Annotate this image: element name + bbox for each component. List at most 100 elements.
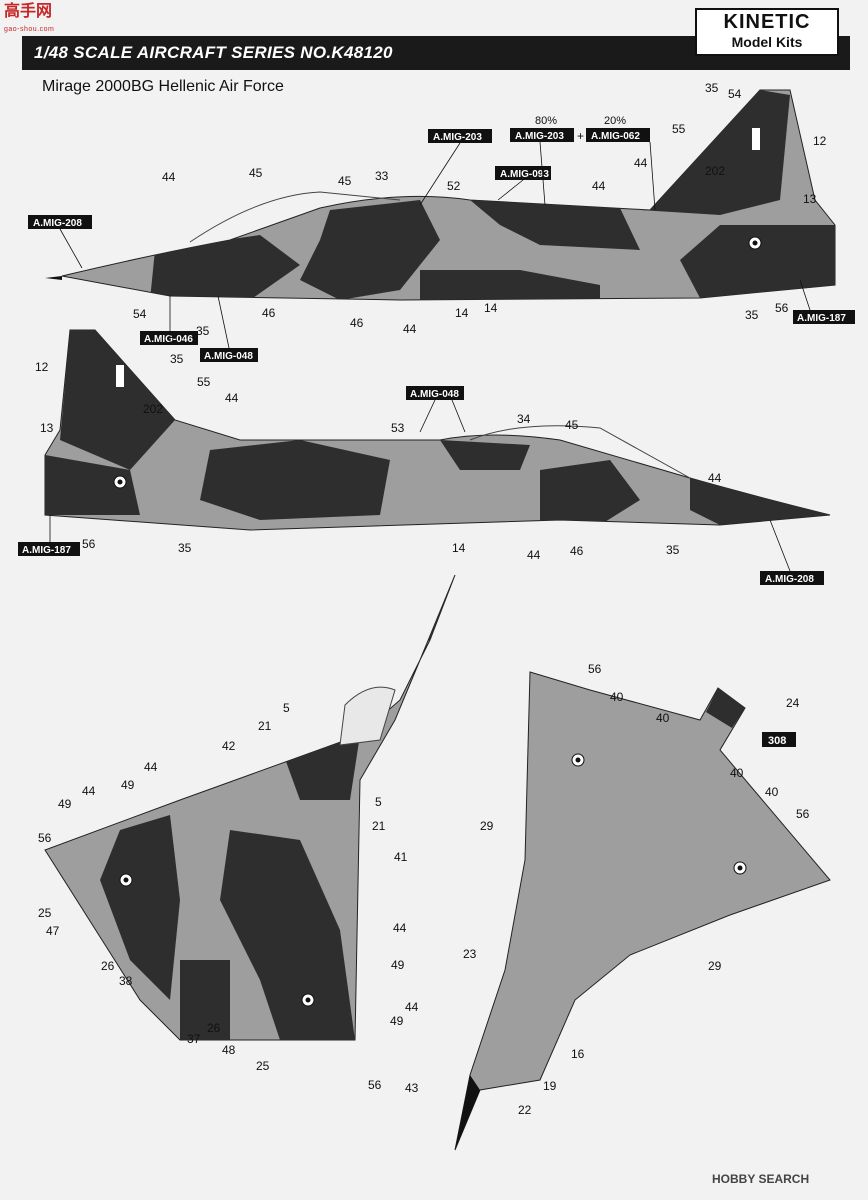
- callout: 49: [390, 1014, 404, 1028]
- callout: 12: [813, 134, 827, 148]
- callout: 24: [786, 696, 800, 710]
- callout: 56: [588, 662, 602, 676]
- callout: 38: [119, 974, 133, 988]
- callout: 49: [121, 778, 135, 792]
- callout: 25: [256, 1059, 270, 1073]
- mix-20-percent: 20%: [604, 115, 626, 127]
- callout: 16: [571, 1047, 585, 1061]
- callout: 35: [705, 81, 719, 95]
- svg-text:A.MIG-208: A.MIG-208: [33, 218, 82, 229]
- callout: 56: [796, 807, 810, 821]
- brand-subtitle: Model Kits: [731, 34, 803, 50]
- aircraft-title: Mirage 2000BG Hellenic Air Force: [42, 78, 284, 95]
- callout: 44: [708, 471, 722, 485]
- callout: 12: [35, 360, 49, 374]
- callout: 56: [368, 1078, 382, 1092]
- svg-text:A.MIG-048: A.MIG-048: [410, 389, 459, 400]
- callout: 44: [144, 760, 158, 774]
- tag-mig-208-side1: A.MIG-208: [28, 215, 92, 229]
- callout: 33: [375, 169, 389, 183]
- callout: 44: [225, 391, 239, 405]
- callout: 41: [394, 850, 408, 864]
- tag-mig-203-a: A.MIG-203: [428, 129, 492, 143]
- callout: 49: [391, 958, 405, 972]
- callout: 53: [391, 421, 405, 435]
- callout: 5: [375, 795, 382, 809]
- svg-text:A.MIG-203: A.MIG-203: [433, 132, 482, 143]
- callout: 46: [262, 306, 276, 320]
- callout: 29: [708, 959, 722, 973]
- callout: 23: [463, 947, 477, 961]
- hobby-search-watermark: HOBBY SEARCH: [712, 1172, 810, 1186]
- callout: 26: [207, 1021, 221, 1035]
- tag-mig-187-side1: A.MIG-187: [793, 310, 855, 324]
- callout: 14: [452, 541, 466, 555]
- callout: 13: [40, 421, 54, 435]
- callout: 45: [249, 166, 263, 180]
- callout: 44: [405, 1000, 419, 1014]
- callout: 21: [372, 819, 386, 833]
- callout: 44: [527, 548, 541, 562]
- callout: 55: [197, 375, 211, 389]
- callout: 5: [283, 701, 290, 715]
- svg-text:A.MIG-203: A.MIG-203: [515, 131, 564, 142]
- callout: 55: [672, 122, 686, 136]
- callout: 44: [592, 179, 606, 193]
- callout: 29: [480, 819, 494, 833]
- mix-80-percent: 80%: [535, 115, 557, 127]
- tag-mig-046: A.MIG-046: [140, 331, 198, 345]
- series-title: 1/48 SCALE AIRCRAFT SERIES NO.K48120: [34, 43, 393, 62]
- callout: 46: [350, 316, 364, 330]
- callout: 43: [405, 1081, 419, 1095]
- callout: 19: [543, 1079, 557, 1093]
- svg-text:A.MIG-187: A.MIG-187: [22, 545, 71, 556]
- svg-text:A.MIG-208: A.MIG-208: [765, 574, 814, 585]
- callout: 25: [38, 906, 52, 920]
- callout: 56: [38, 831, 52, 845]
- callout: 44: [634, 156, 648, 170]
- mix-plus: +: [577, 129, 584, 143]
- kinetic-logo: KINETIC Model Kits: [695, 8, 839, 56]
- svg-text:A.MIG-048: A.MIG-048: [204, 351, 253, 362]
- callout: 45: [338, 174, 352, 188]
- tag-mig-187-side2: A.MIG-187: [18, 542, 80, 556]
- callout: 13: [803, 192, 817, 206]
- callout: 54: [728, 87, 742, 101]
- callout: 40: [765, 785, 779, 799]
- top-view: 5 21 42 44 49 44 49 56 5 21 41 25 47 44 …: [38, 574, 456, 1092]
- brand-name: KINETIC: [723, 11, 811, 33]
- callout: 22: [518, 1103, 532, 1117]
- callout: 42: [222, 739, 236, 753]
- svg-text:A.MIG-046: A.MIG-046: [144, 334, 193, 345]
- callout: 40: [656, 711, 670, 725]
- tag-mig-203-b: A.MIG-203: [510, 128, 574, 142]
- callout: 37: [187, 1032, 201, 1046]
- callout: 40: [610, 690, 624, 704]
- callout: 56: [775, 301, 789, 315]
- bottom-view: 308 56 40 40 24 40 40 56 29 29 23 16 43 …: [405, 662, 831, 1151]
- callout: 35: [745, 308, 759, 322]
- callout: 14: [484, 301, 498, 315]
- callout: 44: [82, 784, 96, 798]
- serial-number: 308: [768, 735, 786, 747]
- tag-mig-048-side2: A.MIG-048: [406, 386, 464, 400]
- svg-text:A.MIG-093: A.MIG-093: [500, 169, 549, 180]
- callout: 14: [455, 306, 469, 320]
- callout: 26: [101, 959, 115, 973]
- callout: 47: [46, 924, 60, 938]
- callout: 54: [133, 307, 147, 321]
- callout: 48: [222, 1043, 236, 1057]
- aircraft-code-2: 202: [143, 402, 163, 416]
- callout: 35: [178, 541, 192, 555]
- callout: 45: [565, 418, 579, 432]
- callout: 34: [517, 412, 531, 426]
- tag-mig-062: A.MIG-062: [586, 128, 650, 142]
- callout: 35: [170, 352, 184, 366]
- callout: 44: [162, 170, 176, 184]
- callout: 44: [393, 921, 407, 935]
- tag-mig-208-side2: A.MIG-208: [760, 571, 824, 585]
- side-view-right: 202 A.MIG-048 A.MIG-187 A.MIG-208 54 12 …: [18, 307, 831, 585]
- callout: 46: [570, 544, 584, 558]
